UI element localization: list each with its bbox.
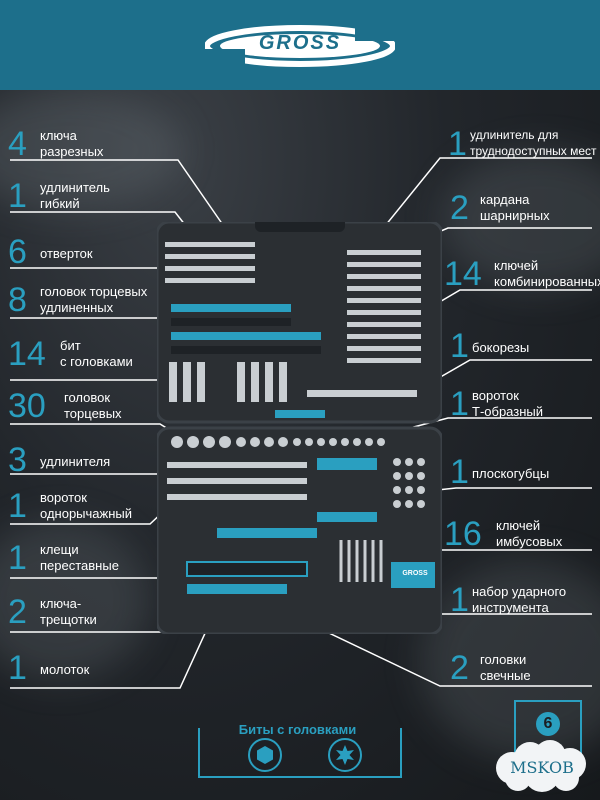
callout-adjustable-pliers: 1 клещи переставные bbox=[8, 538, 178, 582]
smoke-cloud bbox=[0, 90, 180, 210]
smoke-cloud bbox=[420, 560, 600, 760]
callout-label: отверток bbox=[40, 246, 93, 261]
callout-label: бит bbox=[60, 338, 81, 353]
mskob-watermark: MSKOB bbox=[492, 738, 592, 794]
callout-impact-set: 1 набор ударного инструмента bbox=[450, 580, 598, 624]
callout-single-lever-handle: 1 вороток однорычажный bbox=[8, 486, 178, 530]
callout-label: Т-образный bbox=[472, 404, 544, 419]
tool-case bbox=[157, 222, 442, 634]
callout-t-handle: 1 вороток Т-образный bbox=[450, 384, 598, 428]
callout-hex-keys: 16 ключей имбусовых bbox=[444, 514, 598, 558]
callout-label: ключа bbox=[40, 128, 77, 143]
callout-count: 16 bbox=[444, 515, 482, 553]
callout-label: ключа- bbox=[40, 596, 82, 611]
brand-header: GROSS bbox=[0, 0, 600, 90]
callout-label: с головками bbox=[60, 354, 133, 369]
callout-count: 1 bbox=[450, 327, 469, 365]
callout-pliers: 1 плоскогубцы bbox=[450, 452, 598, 496]
callout-label: головки bbox=[480, 652, 527, 667]
callout-sockets: 30 головок торцевых bbox=[8, 386, 178, 430]
callout-label: трещотки bbox=[40, 612, 97, 627]
callout-label: свечные bbox=[480, 668, 531, 683]
callout-count: 1 bbox=[450, 385, 469, 423]
callout-combination-wrenches: 14 ключей комбинированных bbox=[444, 254, 600, 298]
callout-label: кардана bbox=[480, 192, 530, 207]
callout-count: 2 bbox=[450, 189, 469, 227]
smoke-cloud bbox=[0, 520, 150, 680]
watermark-text: MSKOB bbox=[510, 758, 574, 777]
callout-hammer: 1 молоток bbox=[8, 648, 178, 692]
callout-label: ключей bbox=[494, 258, 539, 273]
callout-count: 1 bbox=[8, 539, 27, 577]
hex-bit-icon bbox=[248, 738, 282, 772]
callout-label: плоскогубцы bbox=[472, 466, 550, 481]
callout-count: 4 bbox=[8, 125, 27, 163]
callout-label: торцевых bbox=[64, 406, 122, 421]
callout-label: переставные bbox=[40, 558, 119, 573]
callout-label: набор ударного bbox=[472, 584, 567, 599]
callout-universal-joints: 2 кардана шарнирных bbox=[450, 188, 598, 232]
callout-flexible-extension: 1 удлинитель гибкий bbox=[8, 176, 168, 220]
callout-bits: 14 бит с головками bbox=[8, 334, 178, 378]
callout-long-sockets: 8 головок торцевых удлиненных bbox=[8, 280, 178, 324]
callout-label: удлинителя bbox=[40, 454, 111, 469]
callout-count: 8 bbox=[8, 281, 27, 319]
callout-label: инструмента bbox=[472, 600, 549, 615]
callout-label: разрезных bbox=[40, 144, 104, 159]
logo-text: GROSS bbox=[258, 32, 342, 54]
callout-count: 1 bbox=[448, 125, 467, 163]
callout-count: 1 bbox=[8, 487, 27, 525]
callout-label: клещи bbox=[40, 542, 79, 557]
callout-label: удлинитель для bbox=[470, 128, 559, 142]
callout-ratchets: 2 ключа- трещотки bbox=[8, 592, 178, 636]
callout-extensions: 3 удлинителя bbox=[8, 440, 178, 484]
callout-label: гибкий bbox=[40, 196, 80, 211]
bits-section-frame bbox=[198, 728, 402, 778]
callout-count: 30 bbox=[8, 387, 46, 425]
callout-count: 1 bbox=[8, 649, 27, 687]
callout-count: 1 bbox=[8, 177, 27, 215]
callout-count: 1 bbox=[450, 581, 469, 619]
callout-count: 14 bbox=[8, 335, 46, 373]
callout-label: однорычажный bbox=[40, 506, 132, 521]
callout-spark-plug-sockets: 2 головки свечные bbox=[450, 648, 598, 692]
callout-label: удлинитель bbox=[40, 180, 110, 195]
callout-label: ключей bbox=[496, 518, 541, 533]
callout-count: 2 bbox=[450, 649, 469, 687]
callout-label: вороток bbox=[40, 490, 87, 505]
callout-hard-to-reach-extension: 1 удлинитель для труднодоступных мест bbox=[448, 124, 598, 168]
smoke-cloud bbox=[440, 150, 600, 290]
callout-side-cutters: 1 бокорезы bbox=[450, 326, 598, 370]
callout-count: 2 bbox=[8, 593, 27, 631]
case-label: GROSS bbox=[402, 570, 428, 577]
callout-label: головок торцевых bbox=[40, 284, 148, 299]
bits-section-title: Биты с головками bbox=[238, 722, 357, 737]
callout-count: 3 bbox=[8, 441, 27, 479]
callout-label: имбусовых bbox=[496, 534, 563, 549]
callout-count: 14 bbox=[444, 255, 482, 293]
callout-screwdrivers: 6 отверток bbox=[8, 232, 168, 276]
callout-count: 1 bbox=[450, 453, 469, 491]
callout-label: бокорезы bbox=[472, 340, 530, 355]
callout-label: шарнирных bbox=[480, 208, 550, 223]
callout-count: 6 bbox=[8, 233, 27, 271]
callout-label: удлиненных bbox=[40, 300, 114, 315]
callout-split-wrenches: 4 ключа разрезных bbox=[8, 124, 168, 168]
gross-logo: GROSS bbox=[204, 25, 396, 67]
callout-label: труднодоступных мест bbox=[470, 144, 597, 158]
torx-bit-icon bbox=[328, 738, 362, 772]
callout-label: головок bbox=[64, 390, 111, 405]
callout-label: комбинированных bbox=[494, 274, 600, 289]
callout-label: молоток bbox=[40, 662, 90, 677]
callout-label: вороток bbox=[472, 388, 519, 403]
badge-value: 6 bbox=[536, 712, 560, 736]
